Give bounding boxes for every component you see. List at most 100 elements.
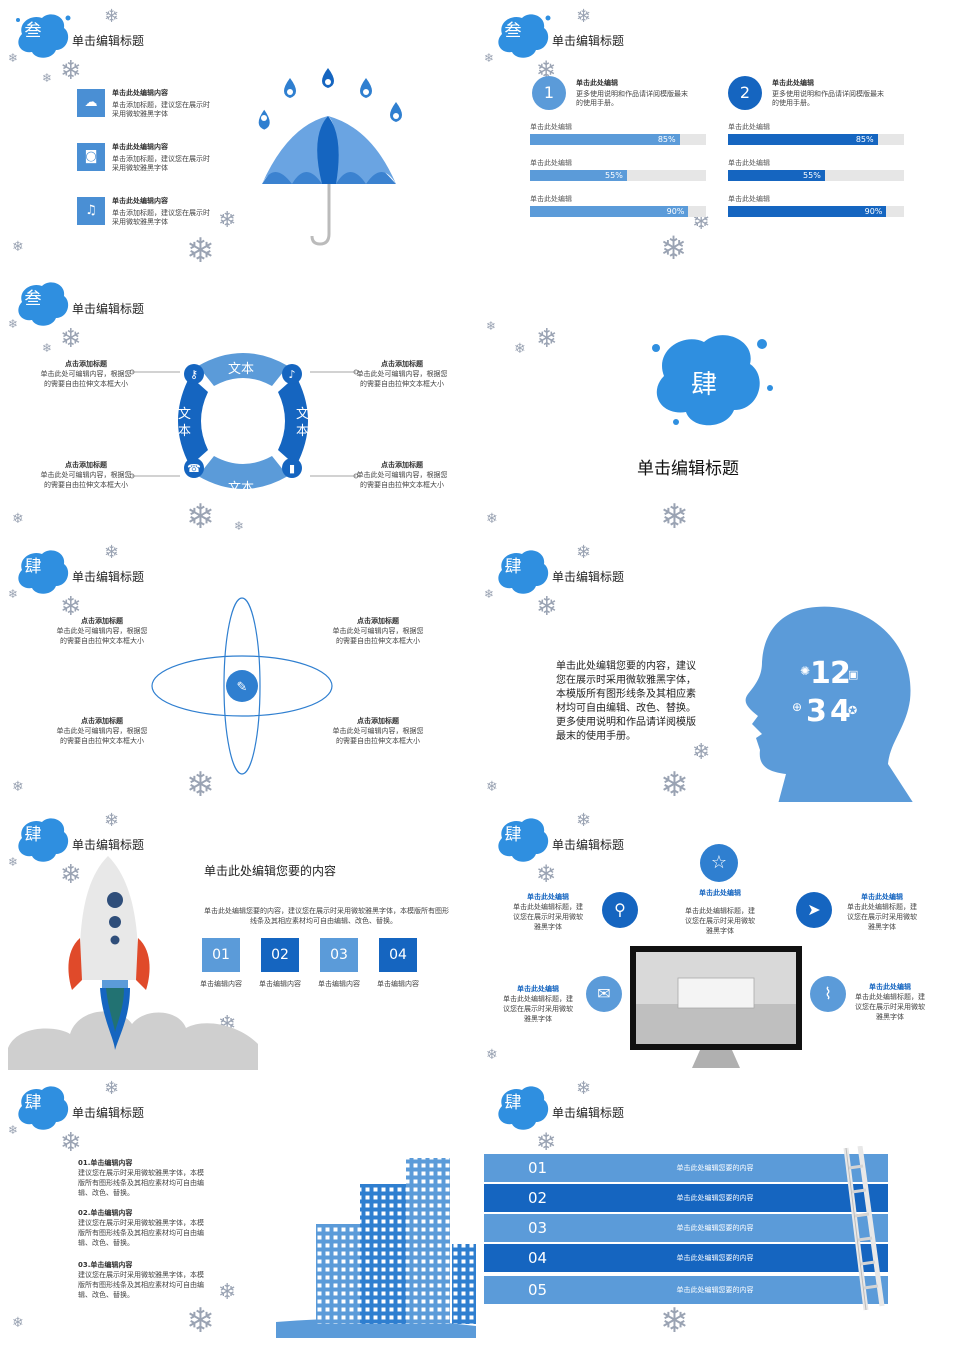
snowflake-icon: ❄ [12,239,24,255]
digit: 1 [810,656,831,691]
snowflake-icon: ❄ [660,1301,689,1338]
text-block: 03.单击编辑内容建议您在展示时采用微软雅黑字体，本模版所有图形线条及其相应素材… [78,1261,204,1299]
slide-7[interactable]: 肆 单击编辑标题 ❄ ❄ ❄ ❄ 单击此处编辑您要的内容 单击此处编辑您要的内容… [0,804,476,1070]
box-label: 单击编辑内容 [318,980,360,988]
section-badge-char: 肆 [504,825,522,845]
slide-8[interactable]: 肆 单击编辑标题 ❄ ❄ ❄ ☆ ⚲ ➤ ✉ ⌇ 单击此处编辑单击此处编辑标题，… [480,804,956,1070]
text-block: 点击添加标题单击此处可编辑内容，根据您的需要自由拉伸文本框大小 [40,461,132,489]
content-text: 线条及其相应素材均可自由编辑、改色、替换。 [250,917,397,925]
ring-label-right: 文本 [296,407,310,439]
snowflake-icon: ❄ [484,51,495,65]
snowflake-icon: ❄ [186,765,215,802]
bulb-icon: ✺ [800,664,811,678]
key-icon: ⚷ [190,368,198,381]
content-text: 单击此处编辑您要的内容，建议您在展示时采用微软雅黑字体，本模版所有图形 [204,907,449,915]
paint-splash-badge-large [652,335,773,426]
slide-title[interactable]: 单击编辑标题 [72,1106,145,1120]
snowflake-icon: ❄ [234,519,245,533]
snowflake-icon: ❄ [186,1301,215,1338]
paint-splash-badge [18,282,69,326]
snowflake-icon: ❄ [536,324,558,354]
slide-9[interactable]: 肆 单击编辑标题 ❄ ❄ ❄ ❄ ❄ ❄ 01.单击编辑内容建议您在展示时采用微… [0,1072,476,1338]
snowflake-icon: ❄ [692,740,711,765]
section-badge-char: 肆 [24,825,42,845]
bar-label: 单击此处编辑 [530,195,572,203]
section-badge-char: 叁 [24,289,42,309]
section-title[interactable]: 单击编辑标题 [637,459,739,479]
slide-5[interactable]: 肆 单击编辑标题 ❄ ❄ ❄ ❄ ❄ ✎ 点击添加标题单击此处可编辑内容，根据您… [0,536,476,802]
rocket-illustration [8,856,258,1070]
item-heading: 单击此处编辑内容 [112,197,168,205]
number-box: 01 [202,938,240,972]
snowflake-icon: ❄ [60,592,82,622]
mic-icon: ♪ [288,368,295,381]
step-text: 更多使用说明和作品请详阅模版最末 [772,90,884,98]
step-heading: 单击此处编辑 [576,79,618,87]
slide-title[interactable]: 单击编辑标题 [552,570,625,584]
snowflake-icon: ❄ [12,779,24,795]
ladder-illustration [843,1146,885,1311]
step-number-circle: 1 [532,76,566,110]
snowflake-icon: ❄ [486,319,497,333]
palette-icon: ✎ [237,680,248,695]
paint-splash-badge [498,550,549,594]
slide-title[interactable]: 单击编辑标题 [72,34,145,48]
bar-label: 单击此处编辑 [728,159,770,167]
briefcase-icon: ▣ [848,668,859,681]
step-heading: 单击此处编辑 [772,79,814,87]
snowflake-icon: ❄ [186,497,215,534]
snowflake-icon: ❄ [8,587,19,601]
text-block: 点击添加标题单击此处可编辑内容，根据您的需要自由拉伸文本框大小 [332,617,424,645]
slide-title[interactable]: 单击编辑标题 [72,570,145,584]
snowflake-icon: ❄ [60,860,82,890]
item-text: 采用微软雅黑字体 [112,218,168,226]
item-heading: 单击此处编辑内容 [112,143,168,151]
snowflake-icon: ❄ [536,860,557,888]
section-badge-char: 叁 [24,21,42,41]
slide-title[interactable]: 单击编辑标题 [552,838,625,852]
slide-1[interactable]: 叁 单击编辑标题 ❄ ❄ ❄ ❄ ❄ ❄ ❄ ☁ 单击此处编辑内容 单击添加标题… [0,0,476,266]
paint-splash-badge [498,14,551,58]
snowflake-icon: ❄ [660,229,687,266]
slide-6[interactable]: 肆 单击编辑标题 ❄ ❄ ❄ ❄ ❄ ❄ 单击此处编辑您要的内容，建议您在展示时… [480,536,956,802]
item-heading: 单击此处编辑内容 [112,89,168,97]
slide-2[interactable]: 叁 单击编辑标题 ❄ ❄ ❄ ❄ ❄ 1 单击此处编辑 更多使用说明和作品请详阅… [480,0,956,266]
chat-icon: ✉ [586,976,622,1012]
text-block: 点击添加标题单击此处可编辑内容，根据您的需要自由拉伸文本框大小 [56,617,148,645]
snowflake-icon: ❄ [12,1315,24,1331]
progress-fill: 90% [530,206,689,217]
paint-splash-badge [18,818,69,862]
slide-title[interactable]: 单击编辑标题 [552,1106,625,1120]
orbit-diagram: ✎ [151,597,333,775]
digit: 2 [830,656,851,691]
section-badge-char: 叁 [504,21,522,41]
box-label: 单击编辑内容 [200,980,242,988]
progress-track: 85% [728,134,904,145]
snowflake-icon: ❄ [104,810,120,831]
snowflake-icon: ❄ [60,324,82,354]
progress-fill: 85% [728,134,878,145]
snowflake-icon: ❄ [104,6,120,27]
number-box: 02 [261,938,299,972]
cloud-icon: ☁ [77,89,105,117]
progress-fill: 55% [530,170,627,181]
snowflake-icon: ❄ [660,765,689,802]
snowflake-icon: ❄ [186,231,215,266]
slide-3[interactable]: 叁 单击编辑标题 ❄ ❄ ❄ ❄ ❄ ❄ ⚷ ♪ ☎ ▮ 文本 文本 文本 文本… [0,268,476,534]
text-block: 点击添加标题单击此处可编辑内容，根据您的需要自由拉伸文本框大小 [332,717,424,745]
text-block: 点击添加标题单击此处可编辑内容，根据您的需要自由拉伸文本框大小 [40,360,132,388]
number-box: 04 [379,938,417,972]
digit: 3 [806,694,827,729]
slide-title[interactable]: 单击编辑标题 [72,838,145,852]
slide-title[interactable]: 单击编辑标题 [552,34,625,48]
slide-4[interactable]: ❄ ❄ ❄ ❄ ❄ 肆 单击编辑标题 [480,268,956,534]
slide-title[interactable]: 单击编辑标题 [72,302,145,316]
text-block: 点击添加标题单击此处可编辑内容，根据您的需要自由拉伸文本框大小 [356,360,448,388]
snowflake-icon: ❄ [536,1128,557,1156]
paint-splash-badge [498,1086,549,1130]
